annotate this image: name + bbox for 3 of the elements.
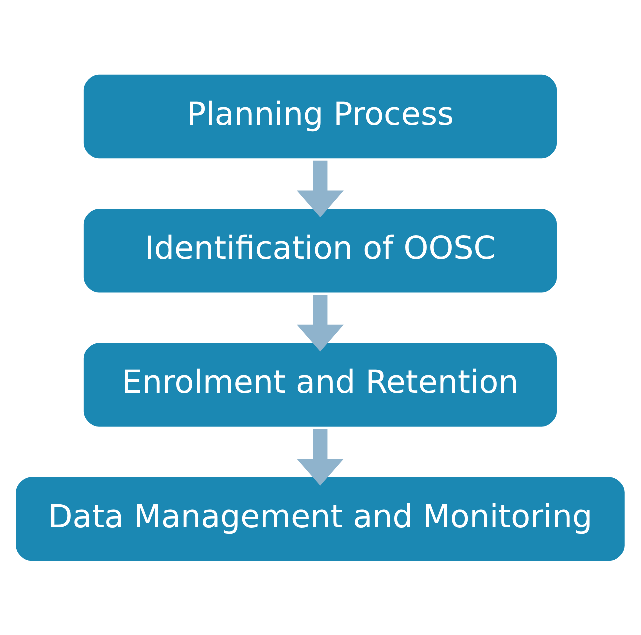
arrow	[297, 294, 344, 352]
arrow	[297, 428, 344, 486]
arrow	[297, 160, 344, 218]
